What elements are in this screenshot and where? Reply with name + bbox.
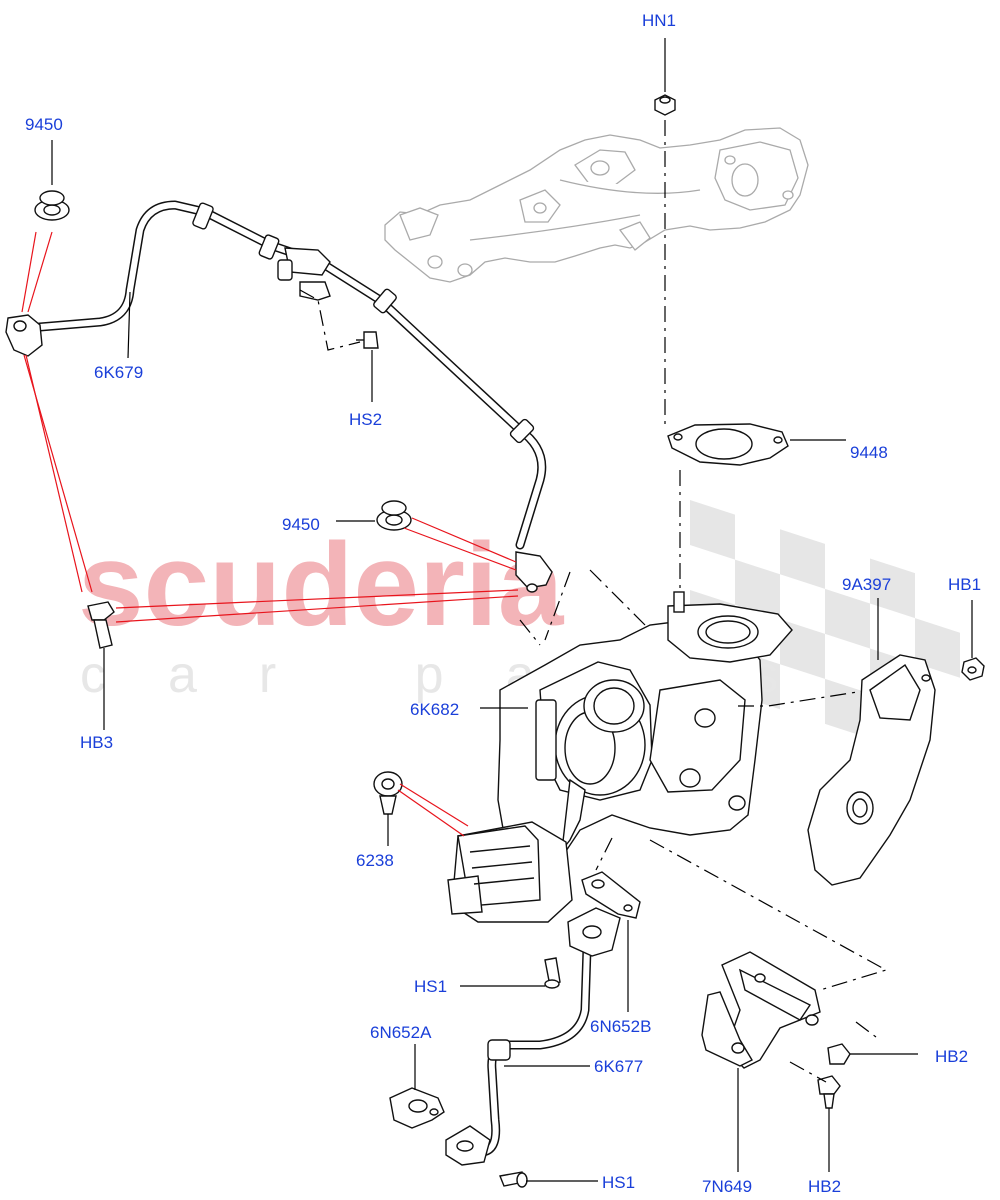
label-9450-top[interactable]: 9450: [25, 115, 63, 134]
part-9450-washer-top[interactable]: [34, 190, 70, 221]
part-hb3-banjo-bolt[interactable]: [87, 601, 115, 649]
label-hs2[interactable]: HS2: [349, 410, 382, 429]
label-6238[interactable]: 6238: [356, 851, 394, 870]
label-hs1-mid[interactable]: HS1: [414, 977, 447, 996]
label-9450-mid[interactable]: 9450: [282, 515, 320, 534]
part-6k682-turbocharger[interactable]: [497, 591, 793, 881]
part-hs1-bolt-mid[interactable]: [544, 957, 561, 989]
part-6238-clip[interactable]: [373, 771, 403, 815]
label-6k677[interactable]: 6K677: [594, 1057, 643, 1076]
label-hn1[interactable]: HN1: [642, 11, 676, 30]
label-6n652a[interactable]: 6N652A: [370, 1023, 432, 1042]
label-9448[interactable]: 9448: [850, 443, 888, 462]
part-6n652b-gasket[interactable]: [581, 871, 641, 919]
label-hb3[interactable]: HB3: [80, 733, 113, 752]
part-hb1-bolt[interactable]: [961, 657, 985, 681]
part-6n652a-gasket[interactable]: [389, 1087, 445, 1129]
part-7n649-bracket[interactable]: [701, 951, 821, 1069]
label-hs1-bottom[interactable]: HS1: [602, 1173, 635, 1192]
part-turbo-actuator[interactable]: [447, 821, 573, 923]
callout-labels: HN1 9450 6K679 HS2 9448 9450 9A397 HB1 H…: [25, 11, 981, 1196]
label-hb2-lower[interactable]: HB2: [808, 1177, 841, 1196]
exhaust-manifold: [384, 127, 809, 283]
label-9a397[interactable]: 9A397: [842, 575, 891, 594]
part-9448-gasket[interactable]: [667, 423, 789, 466]
label-6k682[interactable]: 6K682: [410, 700, 459, 719]
part-hb2-bolt-lower[interactable]: [817, 1075, 841, 1109]
part-6k679-oil-feed-pipe[interactable]: [5, 200, 553, 593]
label-6n652b[interactable]: 6N652B: [590, 1017, 651, 1036]
label-hb2-upper[interactable]: HB2: [935, 1047, 968, 1066]
part-hs2-bolt[interactable]: [356, 331, 379, 349]
label-hb1[interactable]: HB1: [948, 575, 981, 594]
label-7n649[interactable]: 7N649: [702, 1177, 752, 1196]
part-9a397-heat-shield[interactable]: [807, 654, 936, 886]
part-hb2-bolt-upper[interactable]: [827, 1043, 860, 1065]
part-9450-washer-mid[interactable]: [376, 500, 412, 531]
part-hs1-bolt-bottom[interactable]: [499, 1171, 528, 1188]
part-6k677-oil-return-pipe[interactable]: [445, 907, 621, 1166]
part-hn1-nut[interactable]: [654, 94, 676, 116]
label-6k679[interactable]: 6K679: [94, 363, 143, 382]
watermark-brand: scuderia: [78, 519, 565, 651]
